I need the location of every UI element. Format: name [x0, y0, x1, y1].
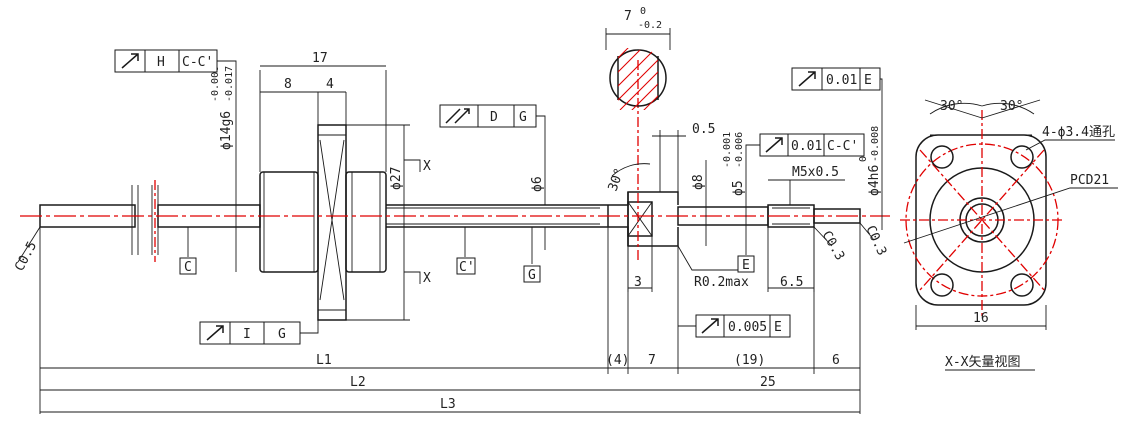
svg-text:ϕ6: ϕ6: [530, 176, 545, 192]
svg-text:ϕ5: ϕ5: [731, 180, 746, 196]
svg-text:6: 6: [832, 353, 840, 368]
datum-c-prime: C': [456, 227, 476, 275]
svg-text:4: 4: [326, 77, 334, 92]
svg-text:-0.006: -0.006: [210, 66, 221, 102]
svg-text:6.5: 6.5: [780, 275, 803, 290]
svg-text:D: D: [490, 110, 498, 125]
svg-text:G: G: [278, 327, 286, 342]
svg-text:L3: L3: [440, 397, 456, 412]
dim-flat7: 7: [624, 9, 632, 24]
svg-text:C-C': C-C': [827, 139, 858, 154]
svg-text:25: 25: [760, 375, 776, 390]
svg-text:E: E: [864, 73, 872, 88]
svg-text:30°: 30°: [1000, 99, 1023, 114]
svg-text:16: 16: [973, 311, 989, 326]
fcf-runout-0.005-e: 0.005 E: [678, 314, 791, 338]
flat-section-view: 7 0 -0.2: [605, 6, 671, 110]
svg-text:C0.3: C0.3: [862, 223, 889, 258]
svg-text:0.01: 0.01: [791, 139, 822, 154]
svg-text:0: 0: [640, 6, 646, 17]
svg-text:E: E: [774, 320, 782, 335]
svg-text:7: 7: [648, 353, 656, 368]
svg-text:E: E: [742, 258, 750, 273]
nut-dimensions: 17 8 4 ϕ14g6 -0.006 -0.017 ϕ27 X X: [210, 51, 431, 321]
svg-text:0.01: 0.01: [826, 73, 857, 88]
svg-text:30°: 30°: [940, 99, 963, 114]
fcf-total-runout-d: D G: [439, 104, 546, 130]
svg-text:C: C: [184, 260, 192, 275]
svg-text:L1: L1: [316, 353, 332, 368]
svg-text:-0.017: -0.017: [224, 66, 235, 102]
svg-text:-0.006: -0.006: [734, 132, 745, 168]
svg-text:X: X: [423, 271, 431, 286]
view-label: X-X矢量视图: [945, 355, 1020, 370]
fcf-runout-0.01-cc: 0.01 C-C': [745, 133, 865, 157]
svg-text:M5x0.5: M5x0.5: [792, 165, 839, 180]
svg-text:0.5: 0.5: [692, 122, 715, 137]
svg-text:0: 0: [858, 156, 869, 162]
fcf-runout-0.01-e: 0.01 E: [791, 67, 883, 150]
svg-text:ϕ4h6: ϕ4h6: [867, 165, 882, 196]
datum-g: G: [523, 227, 541, 283]
svg-text:G: G: [528, 268, 536, 283]
svg-text:4-ϕ3.4通孔: 4-ϕ3.4通孔: [1042, 125, 1115, 140]
svg-text:30°: 30°: [606, 166, 628, 193]
datum-c: C: [179, 227, 197, 275]
datum-e: E: [737, 246, 755, 273]
svg-text:R0.2max: R0.2max: [694, 275, 749, 290]
length-dimensions: L1 (4) 7 (19) 6 L2 25 L3: [39, 223, 861, 414]
flange-end-view: 30° 30° 4-ϕ3.4通孔 PCD21 16 X-X矢量视图: [900, 99, 1118, 371]
svg-text:C-C': C-C': [182, 55, 213, 70]
svg-text:ϕ27: ϕ27: [389, 167, 404, 190]
svg-text:I: I: [243, 327, 251, 342]
phi6-dimension: ϕ6: [530, 130, 546, 250]
svg-text:(19): (19): [734, 353, 765, 368]
svg-text:-0.001: -0.001: [722, 132, 733, 168]
svg-text:C0.3: C0.3: [819, 229, 848, 264]
svg-text:C0.5: C0.5: [12, 239, 40, 274]
svg-text:G: G: [519, 110, 527, 125]
svg-text:0.005: 0.005: [728, 320, 767, 335]
fcf-runout-h: H C-C': [114, 49, 237, 172]
svg-text:ϕ14g6: ϕ14g6: [219, 111, 234, 150]
svg-text:X: X: [423, 159, 431, 174]
svg-text:PCD21: PCD21: [1070, 173, 1109, 188]
fcf-runout-i: I G: [199, 320, 319, 345]
svg-text:L2: L2: [350, 375, 366, 390]
svg-text:17: 17: [312, 51, 328, 66]
shaft-outline: [39, 124, 861, 321]
svg-text:(4): (4): [606, 353, 629, 368]
svg-text:8: 8: [284, 77, 292, 92]
svg-text:H: H: [157, 55, 165, 70]
svg-text:-0.2: -0.2: [638, 20, 662, 31]
svg-text:3: 3: [634, 275, 642, 290]
svg-text:C': C': [459, 260, 475, 275]
svg-text:-0.008: -0.008: [870, 126, 881, 162]
svg-text:ϕ8: ϕ8: [691, 174, 706, 190]
